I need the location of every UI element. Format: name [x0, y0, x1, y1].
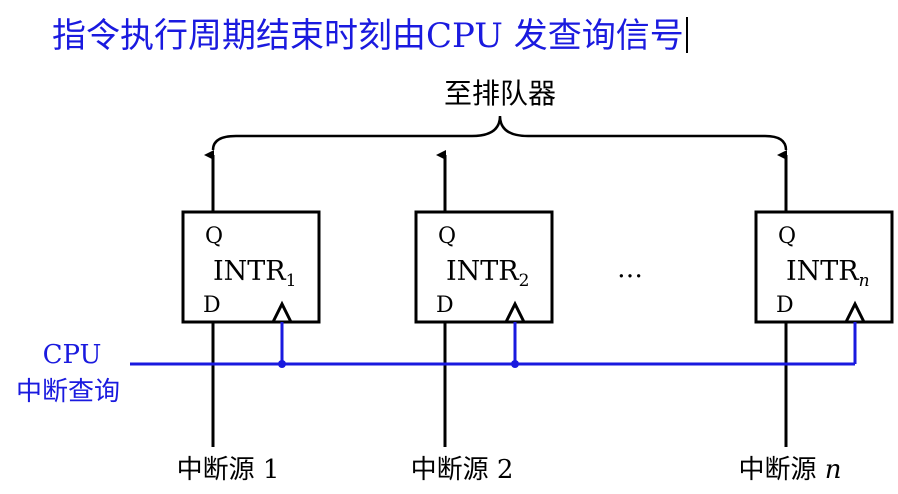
text-cursor [685, 17, 688, 53]
title-text: 指令执行周期结束时刻由CPU 发查询信号 [52, 16, 684, 56]
cpu-query-bus [130, 322, 857, 366]
flipflop-box-n [754, 210, 894, 324]
cpu-label: CPU [43, 340, 102, 370]
d-label-1: D [203, 293, 221, 318]
merge-brace [211, 115, 788, 151]
flipflop-name-1: INTR1 [213, 256, 296, 291]
flipflop-intr-n: Q INTRn D 中断源 n [738, 150, 894, 485]
clock-input-triangle-n [844, 300, 866, 323]
clock-input-triangle-2 [504, 300, 526, 323]
flipflop-intr-1: Q INTR1 D 中断源 1 [177, 150, 321, 485]
flipflop-box-1 [181, 210, 321, 324]
interrupt-source-2: 中断源 2 [411, 455, 514, 485]
junction-dot-2 [511, 360, 519, 368]
clock-input-triangle-1 [271, 300, 293, 323]
interrupt-source-1: 中断源 1 [177, 455, 280, 485]
flipflop-name-n: INTRn [786, 256, 870, 291]
queue-label: 至排队器 [444, 77, 556, 110]
q-label-2: Q [438, 224, 456, 249]
diagram-title: 指令执行周期结束时刻由CPU 发查询信号 [52, 8, 688, 57]
query-label: 中断查询 [16, 377, 120, 407]
d-label-2: D [436, 293, 454, 318]
ellipsis: … [617, 254, 643, 284]
q-label-1: Q [205, 224, 223, 249]
flipflop-intr-2: Q INTR2 D 中断源 2 [411, 150, 554, 485]
flipflop-box-2 [414, 210, 554, 324]
interrupt-source-n: 中断源 n [738, 455, 841, 485]
flipflop-name-2: INTR2 [446, 256, 529, 291]
q-label-n: Q [778, 224, 796, 249]
d-label-n: D [776, 293, 794, 318]
junction-dot-1 [278, 360, 286, 368]
